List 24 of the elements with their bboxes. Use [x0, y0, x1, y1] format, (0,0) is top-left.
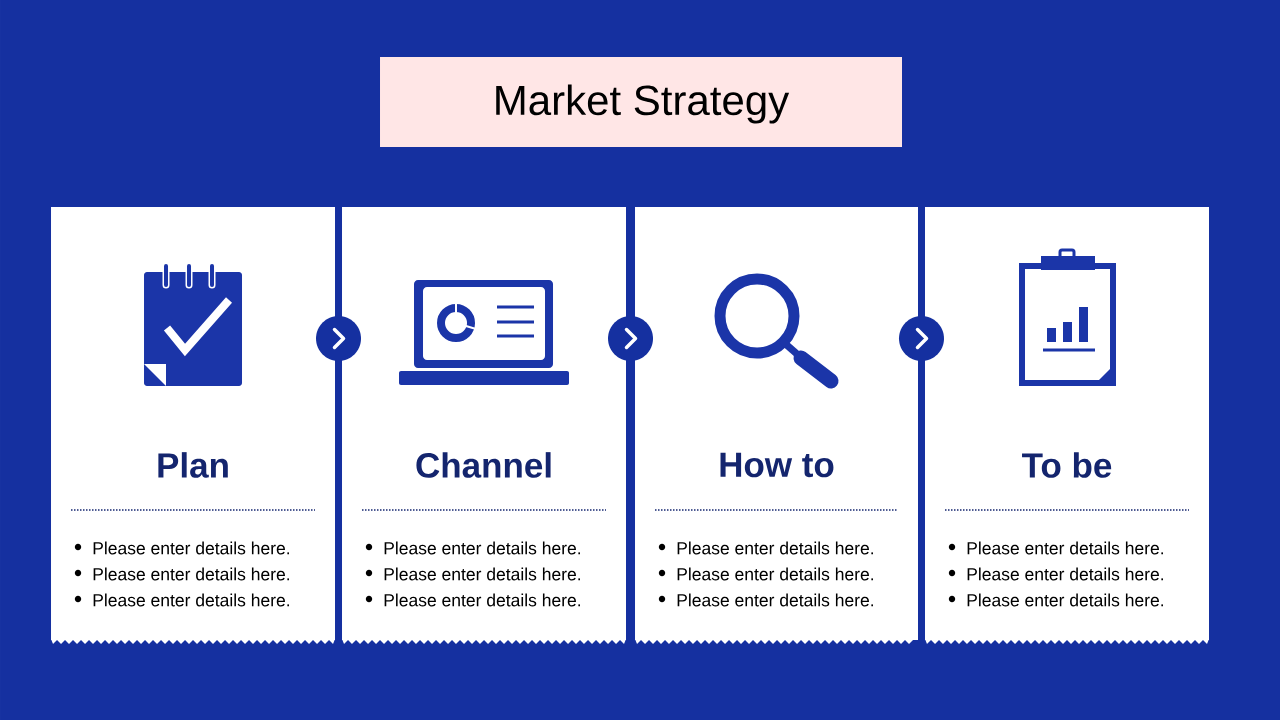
bullet-item: Please enter details here.: [658, 541, 873, 555]
bullet-item: Please enter details here.: [948, 567, 1163, 581]
chevron-arrow: [899, 316, 944, 361]
bullet-item: Please enter details here.: [74, 541, 289, 555]
bullet-item: Please enter details here.: [365, 567, 580, 581]
bullet-item: Please enter details here.: [658, 593, 873, 607]
bullet-item: Please enter details here.: [365, 541, 580, 555]
card-heading: How to: [720, 452, 834, 478]
title-banner: Market Strategy: [380, 57, 902, 147]
card: [925, 207, 1209, 644]
bullet-item: Please enter details here.: [74, 567, 289, 581]
card-heading: To be: [1022, 452, 1112, 478]
card: [51, 207, 335, 644]
card-heading: Plan: [158, 452, 228, 478]
bullet-item: Please enter details here.: [74, 593, 289, 607]
bullet-item: Please enter details here.: [365, 593, 580, 607]
chevron-arrow: [608, 316, 653, 361]
bullet-item: Please enter details here.: [948, 593, 1163, 607]
chevron-arrow: [316, 316, 361, 361]
card: [342, 207, 626, 644]
bullet-item: Please enter details here.: [948, 541, 1163, 555]
bullet-item: Please enter details here.: [658, 567, 873, 581]
card: [635, 207, 918, 644]
card-heading: Channel: [416, 452, 551, 478]
